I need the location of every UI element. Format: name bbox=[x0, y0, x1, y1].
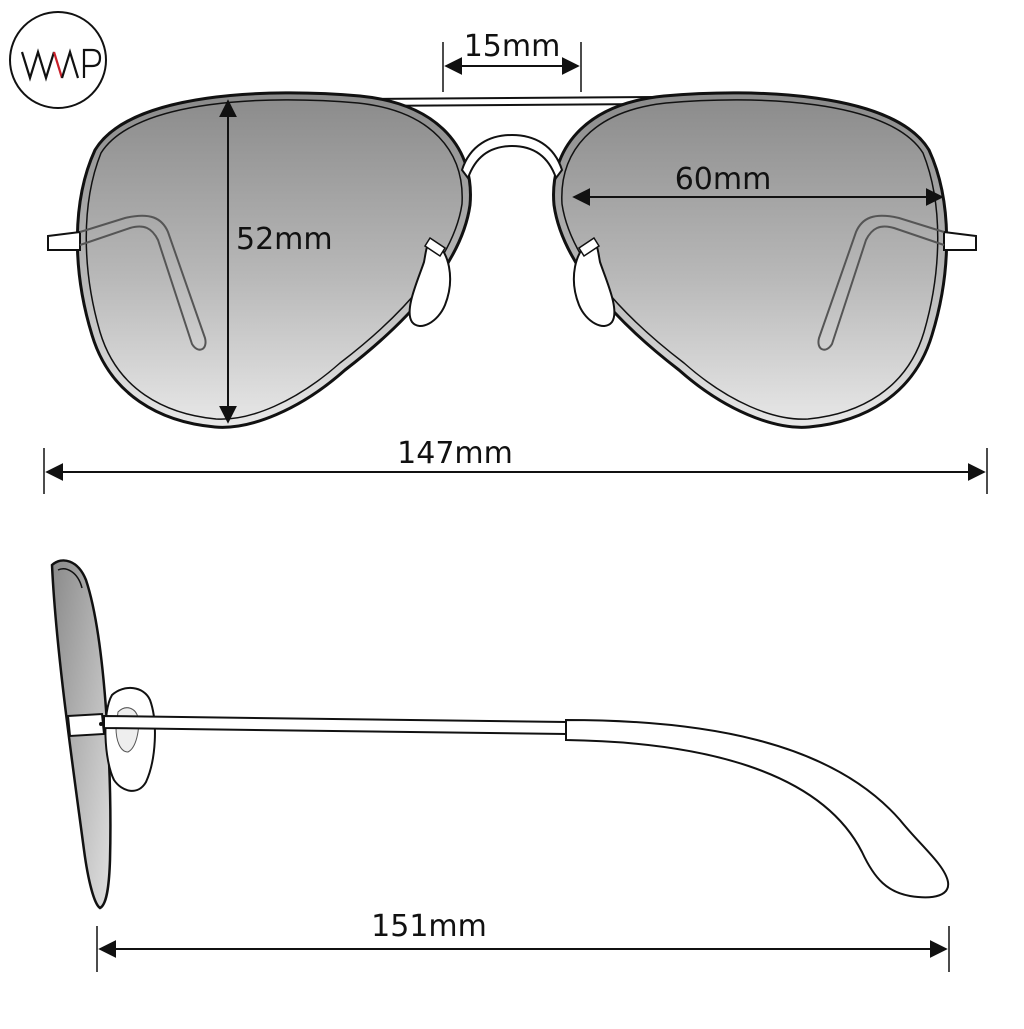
right-nose-pad bbox=[572, 238, 616, 327]
right-pad-arm bbox=[577, 236, 601, 258]
bridge-dimension: 15mm bbox=[442, 29, 582, 92]
hinge-screw bbox=[99, 722, 103, 726]
right-temple-front bbox=[817, 214, 945, 351]
right-hinge bbox=[943, 230, 977, 251]
nose-bridge bbox=[460, 133, 564, 181]
right-lens-rim bbox=[561, 99, 939, 420]
temple-tip bbox=[565, 718, 950, 899]
lens-height-dimension: 52mm bbox=[219, 99, 333, 424]
front-view bbox=[47, 91, 977, 429]
lens-width-dimension: 60mm bbox=[572, 162, 944, 206]
temple-length-label: 151mm bbox=[371, 909, 487, 944]
frame-width-dimension: 147mm bbox=[43, 436, 988, 494]
temple-length-dimension: 151mm bbox=[96, 909, 950, 972]
brand-logo bbox=[9, 11, 107, 109]
side-view bbox=[50, 559, 950, 910]
right-lens bbox=[552, 91, 949, 429]
logo-w-mark bbox=[20, 48, 56, 82]
logo-circle bbox=[9, 11, 107, 109]
left-pad-arm bbox=[423, 236, 447, 258]
lens-width-label: 60mm bbox=[675, 162, 772, 197]
left-lens bbox=[75, 91, 472, 429]
logo-mp-mark bbox=[60, 48, 102, 79]
logo-accent-mark bbox=[52, 51, 64, 79]
side-lens-top-rim bbox=[57, 568, 83, 589]
side-hinge bbox=[66, 712, 106, 738]
lens-height-label: 52mm bbox=[236, 222, 333, 257]
left-nose-pad bbox=[408, 238, 452, 327]
left-hinge bbox=[47, 230, 81, 251]
temple-arm bbox=[103, 714, 567, 736]
frame-width-label: 147mm bbox=[397, 436, 513, 471]
left-lens-rim bbox=[85, 99, 463, 420]
bridge-label: 15mm bbox=[464, 29, 561, 64]
brow-bar bbox=[366, 95, 656, 108]
left-temple-front bbox=[79, 214, 207, 351]
